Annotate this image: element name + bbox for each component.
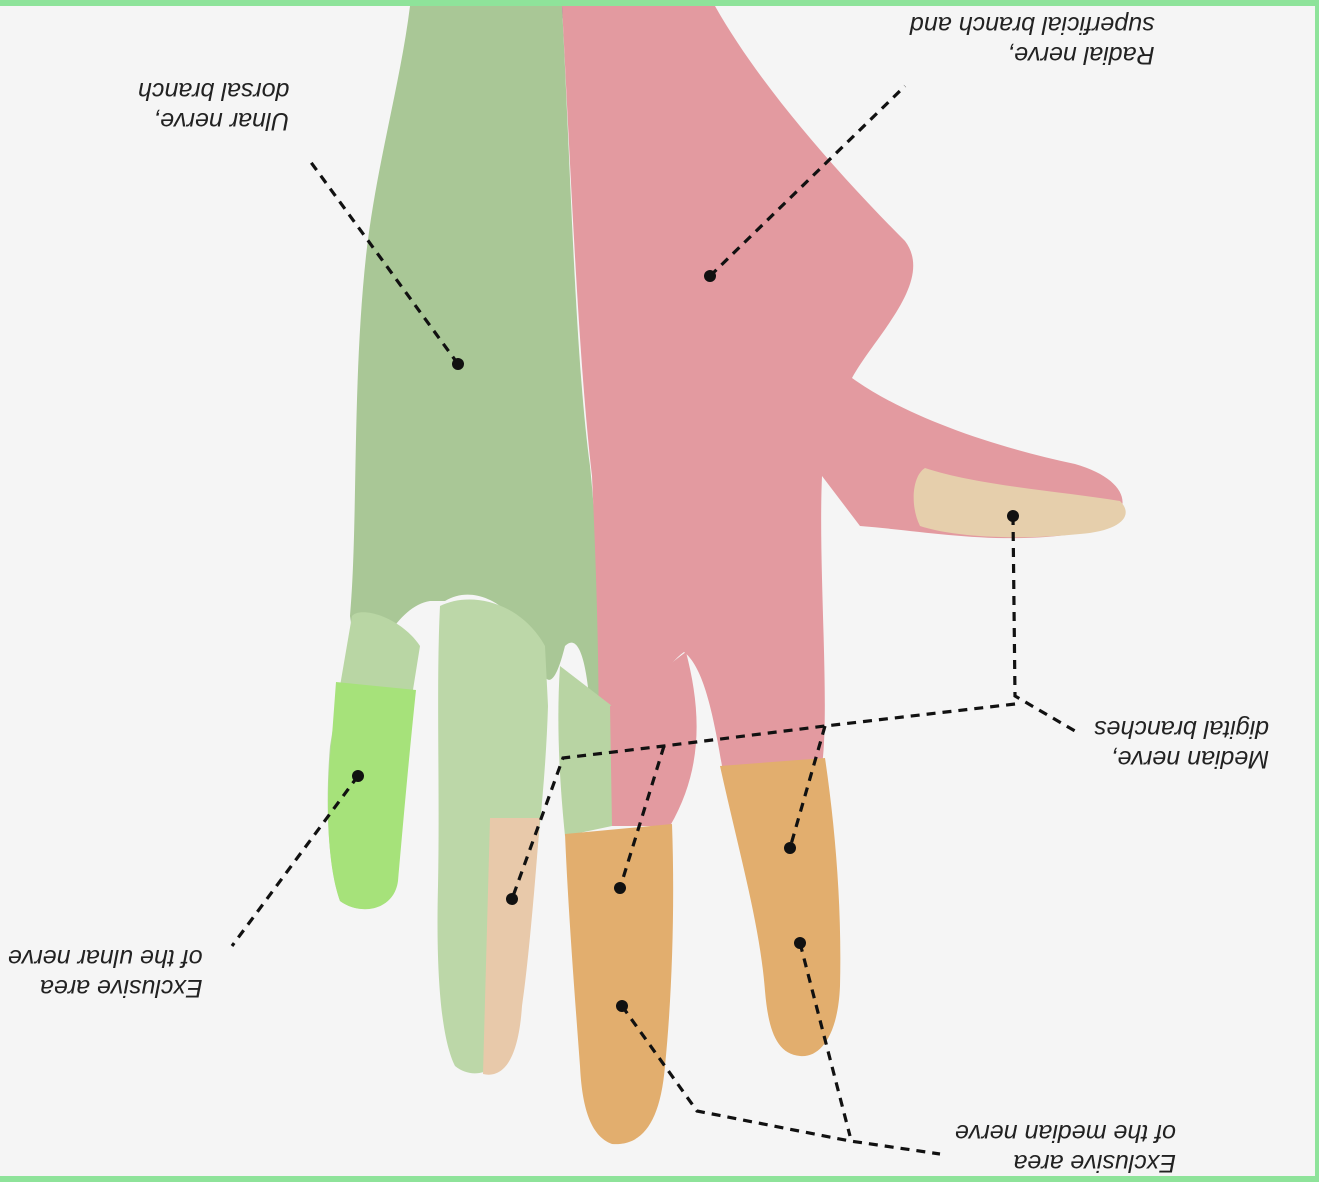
label-median-exclusive-line2: of the median nerve [955, 1118, 1176, 1148]
label-median-digital-line2: digital branches [1094, 714, 1269, 744]
middle-finger-median-region [565, 824, 673, 1144]
ring-finger-median-part [483, 818, 540, 1075]
label-ulnar-dorsal-line1: Ulnar nerve, [138, 106, 289, 136]
label-median-exclusive-line1: Exclusive area [955, 1148, 1176, 1178]
label-radial-line2: superficial branch and [910, 10, 1155, 40]
label-ulnar-dorsal: Ulnar nerve, dorsal branch [138, 76, 289, 136]
index-finger-median-region [720, 758, 840, 1056]
label-ulnar-exclusive: Exclusive area of the ulnar nerve [8, 943, 203, 1003]
label-median-digital-line1: Median nerve, [1094, 744, 1269, 774]
label-median-digital: Median nerve, digital branches [1094, 714, 1269, 774]
label-radial-line1: Radial nerve, [910, 40, 1155, 70]
label-radial-nerve: Radial nerve, superficial branch and [910, 10, 1155, 70]
label-ulnar-dorsal-line2: dorsal branch [138, 76, 289, 106]
label-median-exclusive: Exclusive area of the median nerve [955, 1118, 1176, 1178]
ulnar-exclusive-region [328, 682, 416, 909]
label-ulnar-exclusive-line1: Exclusive area [8, 973, 203, 1003]
label-ulnar-exclusive-line2: of the ulnar nerve [8, 943, 203, 973]
